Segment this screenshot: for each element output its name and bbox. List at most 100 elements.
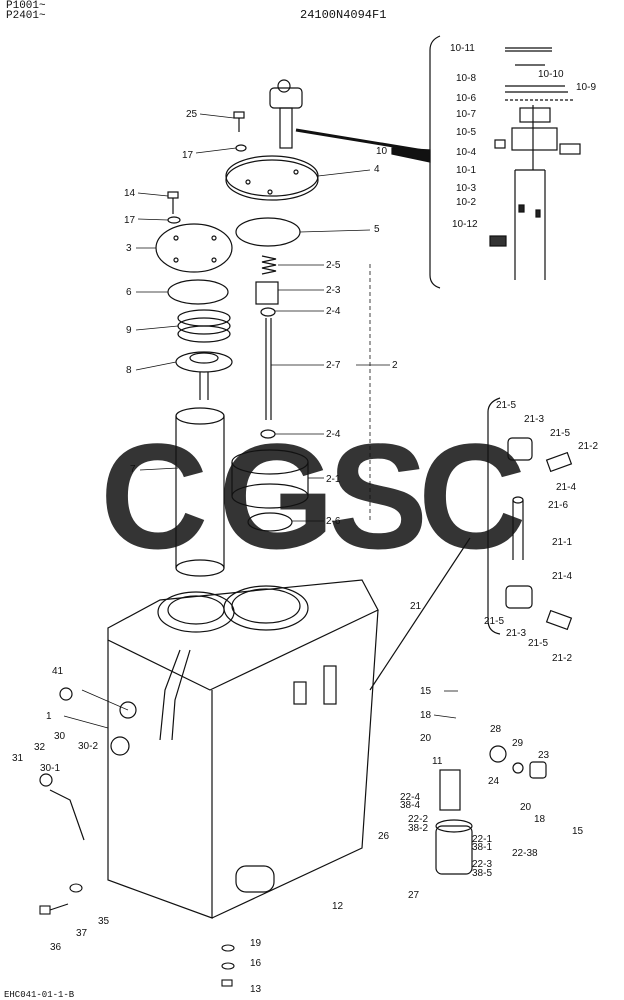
bolt-25	[233, 111, 247, 152]
callout: 10-12	[452, 219, 478, 230]
callout: 15	[420, 686, 432, 697]
washer-2-4a	[260, 307, 276, 317]
callout: 3	[126, 243, 132, 254]
callout: 2-6	[326, 516, 341, 527]
callout: 21-5	[484, 616, 504, 627]
callout: 10-9	[576, 82, 596, 93]
callout: 10-3	[456, 183, 476, 194]
callout: 2-5	[326, 260, 341, 271]
callout: 10-6	[456, 93, 476, 104]
callout: 10-4	[456, 147, 476, 158]
callout: 8	[126, 365, 132, 376]
callout: 28	[490, 724, 502, 735]
callout: 21-2	[552, 653, 572, 664]
callout: 38-2	[408, 823, 428, 834]
o-ring-5	[235, 217, 301, 247]
watermark-letter-g: G	[218, 412, 335, 580]
callout: 25	[186, 109, 198, 120]
callout: 13	[250, 984, 262, 995]
callout: 5	[374, 224, 380, 235]
callout: 2-3	[326, 285, 341, 296]
o-ring-6	[167, 279, 229, 305]
callout: 31	[12, 753, 24, 764]
callout: 4	[374, 164, 380, 175]
fitting-29	[512, 762, 524, 774]
callout: 30	[54, 731, 66, 742]
callout: 12	[332, 901, 344, 912]
callout: 22-4	[400, 792, 420, 803]
callout: 21-2	[578, 441, 598, 452]
callout: 2-4	[326, 429, 341, 440]
callout: 22-2	[408, 814, 428, 825]
callout: 10-2	[456, 197, 476, 208]
callout: 14	[124, 188, 136, 199]
callout: 27	[408, 890, 420, 901]
callout: 21-3	[524, 414, 544, 425]
spring-9	[177, 309, 231, 343]
callout: 30-2	[78, 741, 98, 752]
callout: 10-5	[456, 127, 476, 138]
callout: 10-7	[456, 109, 476, 120]
callout: 36	[50, 942, 62, 953]
inset-21-bracket	[487, 397, 501, 635]
callout: 19	[250, 938, 262, 949]
nut-2-3	[255, 281, 279, 305]
callout: 22-38	[512, 848, 538, 859]
strainer-cover-assembly	[225, 79, 319, 201]
callout: 20	[420, 733, 432, 744]
callout: 15	[572, 826, 584, 837]
callout: 26	[378, 831, 390, 842]
fitting-28	[489, 745, 507, 763]
watermark-letter-c1: C	[100, 412, 208, 580]
serial-range-b: P2401~	[6, 10, 46, 22]
callout: 23	[538, 750, 550, 761]
callout: 17	[124, 215, 136, 226]
callout: 2-7	[326, 360, 341, 371]
callout: 21-4	[556, 482, 576, 493]
cover-plate-3	[155, 223, 233, 273]
callout: 1	[46, 711, 52, 722]
callout: 22-1	[472, 834, 492, 845]
callout: 10-10	[538, 69, 564, 80]
rod-2-7	[265, 318, 272, 420]
callout: 21-5	[528, 638, 548, 649]
callout: 9	[126, 325, 132, 336]
level-sensor-30	[39, 773, 85, 841]
callout: 21-6	[548, 500, 568, 511]
o-ring-2-6	[247, 512, 293, 532]
callout: 21-3	[506, 628, 526, 639]
callout: 41	[52, 666, 64, 677]
valve-8	[175, 351, 233, 400]
callout: 29	[512, 738, 524, 749]
callout: 38-4	[400, 800, 420, 811]
callout: 10	[376, 146, 388, 157]
strainer-element-7	[175, 407, 225, 577]
spring-2-5	[261, 255, 277, 275]
callout: 2-1	[326, 474, 341, 485]
callout: 21-1	[552, 537, 572, 548]
callout: 38-5	[472, 868, 492, 879]
inset-valve-detail	[489, 47, 581, 280]
hydraulic-tank-1	[107, 579, 379, 919]
callout: 18	[534, 814, 546, 825]
inset-bracket	[429, 35, 441, 289]
watermark-letter-s: S	[328, 412, 428, 580]
part-number: 24100N4094F1	[300, 8, 387, 22]
line-filter-22	[435, 769, 473, 875]
filter-2-1	[231, 449, 309, 509]
bolt-14	[167, 191, 181, 224]
callout: 24	[488, 776, 500, 787]
callout: 38-1	[472, 842, 492, 853]
watermark-letter-c2: C	[418, 412, 526, 580]
callout: 6	[126, 287, 132, 298]
leader-lines	[63, 113, 458, 729]
callout: 37	[76, 928, 88, 939]
figure-code: EHC041-01-1-B	[4, 990, 75, 1000]
callout: 2-4	[326, 306, 341, 317]
callout: 30-1	[40, 763, 60, 774]
callout: 21-5	[496, 400, 516, 411]
callout: 20	[520, 802, 532, 813]
callout: 17	[182, 150, 194, 161]
callout: 10-11	[450, 43, 475, 54]
